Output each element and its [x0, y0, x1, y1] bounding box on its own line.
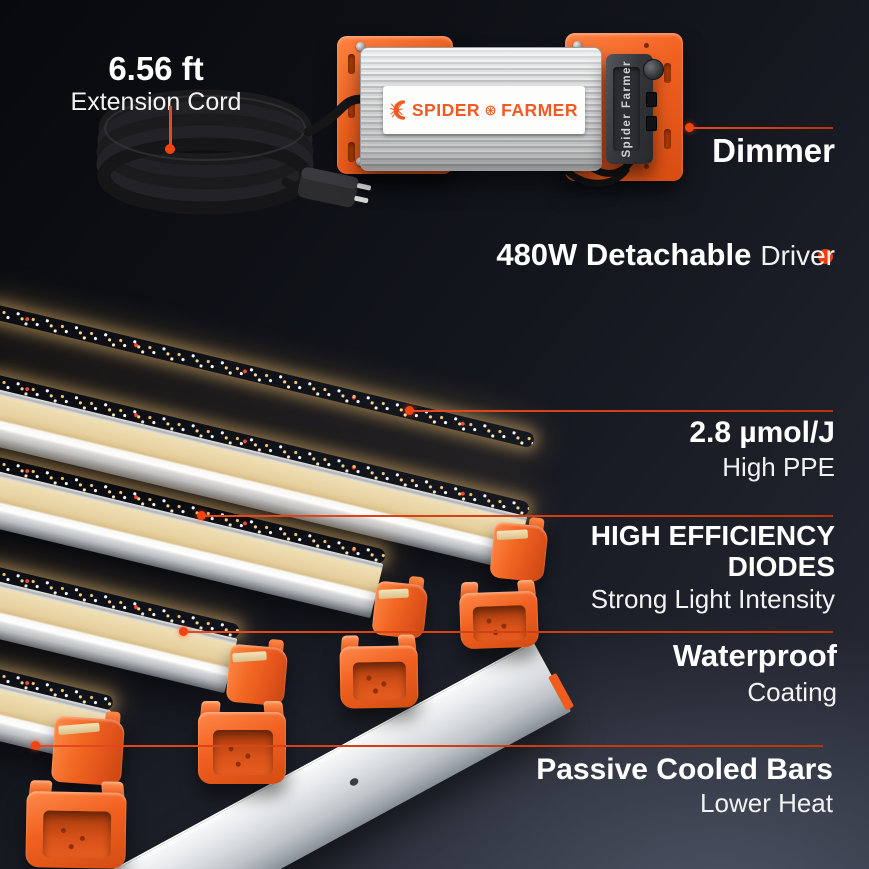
brand-circle-spider-icon [485, 105, 496, 115]
plate-hole [644, 164, 649, 169]
end-cap-slot [378, 588, 410, 600]
waterproof-callout-dot [179, 627, 188, 636]
driver-callout: 480W Detachable Driver [496, 237, 835, 273]
dimmer-label: Dimmer [712, 132, 835, 169]
waterproof-callout-line [184, 631, 833, 633]
plate-slot [348, 142, 355, 162]
extension-cord-pointer [169, 106, 172, 146]
brand-word-farmer: FARMER [501, 99, 578, 120]
ppe-callout: 2.8 µmol/J High PPE [689, 416, 835, 482]
screw [573, 41, 582, 50]
waterproof-label: Coating [747, 676, 837, 707]
screw [356, 42, 365, 51]
rail-orange-end [548, 673, 575, 711]
clip-cavity [212, 730, 273, 775]
clip-cavity [352, 661, 407, 701]
ppe-value: 2.8 µmol/J [689, 416, 835, 449]
passive-title: Passive Cooled Bars [536, 753, 833, 786]
plate-slot [664, 63, 671, 83]
power-plug [297, 167, 372, 208]
passive-callout: Passive Cooled Bars Lower Heat [536, 753, 833, 818]
diodes-title-line2: DIODES [727, 551, 835, 583]
mounting-clip [459, 579, 539, 650]
plate-hole [644, 43, 649, 48]
diodes-callout: HIGH EFFICIENCY DIODES Strong Light Inte… [591, 520, 835, 614]
bar-end-cap [489, 516, 549, 583]
extension-cord-callout: 6.56 ft Extension Cord [58, 50, 254, 117]
driver-callout-dot [818, 249, 833, 264]
dimmer-port [646, 92, 657, 107]
ppe-callout-line [410, 410, 833, 412]
ppe-label: High PPE [722, 451, 835, 482]
driver-brand-label: SPIDER FARMER [383, 86, 585, 134]
dimmer-callout: Dimmer [712, 132, 835, 170]
waterproof-title: Waterproof [672, 638, 837, 673]
driver-bold-label: 480W Detachable [496, 237, 752, 272]
clip-cavity [42, 810, 112, 859]
diodes-callout-line [202, 515, 833, 517]
diodes-label: Strong Light Intensity [590, 583, 835, 614]
spider-logo-icon [390, 100, 406, 120]
plate-slot [348, 54, 355, 74]
clip-cavity [472, 605, 528, 642]
plate-slot [348, 98, 355, 118]
diodes-title-line1: HIGH EFFICIENCY [590, 520, 835, 551]
led-light-bar-4 [0, 564, 241, 694]
mounting-clip [198, 701, 286, 784]
mounting-clip [25, 780, 127, 869]
passive-callout-line [36, 745, 823, 747]
cord-to-driver-cable [303, 94, 369, 137]
dimmer-port [646, 116, 657, 131]
mounting-clip [339, 634, 419, 709]
waterproof-callout: Waterproof Coating [672, 638, 837, 707]
brand-word-spider: SPIDER [411, 99, 481, 120]
rail-hole [347, 776, 360, 788]
dimmer-panel: Spider Farmer [613, 60, 640, 158]
dimmer-callout-line [690, 127, 833, 129]
driver-normal-label: Driver [760, 239, 835, 271]
extension-cord-value: 6.56 ft [108, 50, 204, 87]
diodes-callout-dot [197, 511, 206, 520]
passive-callout-dot [31, 741, 40, 750]
dimmer-device: Spider Farmer [606, 54, 664, 164]
end-cap-slot [496, 529, 529, 541]
passive-label: Lower Heat [700, 787, 833, 818]
plate-slot [664, 129, 671, 149]
dimmer-brand-text: Spider Farmer [620, 60, 633, 158]
bar-end-cap [225, 638, 289, 707]
dimmer-knob [643, 59, 664, 80]
dimmer-callout-dot [685, 123, 694, 132]
bar-end-cap [50, 711, 126, 787]
extension-cord-pointer-dot [165, 144, 175, 154]
ppe-callout-dot [405, 406, 414, 415]
extension-cord-label: Extension Cord [70, 88, 242, 116]
